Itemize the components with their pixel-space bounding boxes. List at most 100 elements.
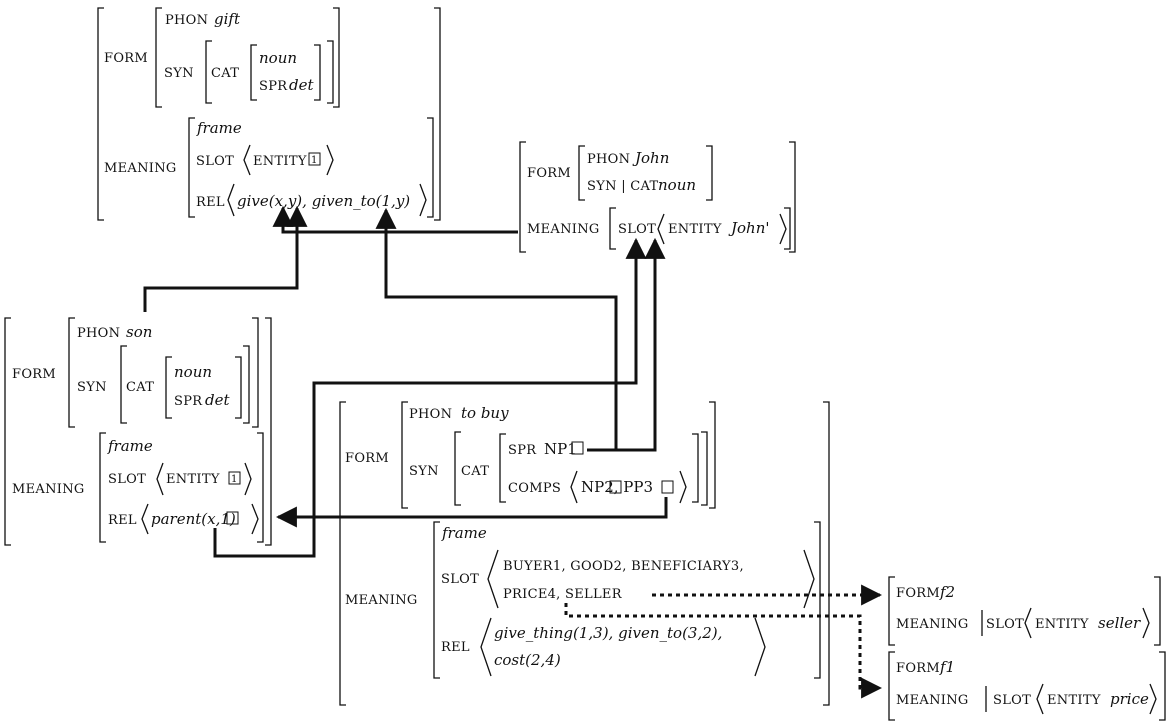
gift-rel-label: REL — [196, 195, 225, 210]
son-form-label: FORM — [12, 367, 56, 382]
gift-avm — [97, 7, 441, 221]
gift-slot-right-angle — [326, 144, 334, 176]
f1-slot-left-angle — [1036, 683, 1044, 715]
son-slot-tag-number: 1 — [231, 474, 237, 485]
gift-syn-right-bracket — [327, 40, 334, 104]
gift-cat-label: CAT — [211, 66, 239, 81]
john-meaning-left-bracket — [609, 207, 616, 250]
son-slot-label: SLOT — [108, 472, 146, 487]
f2-slot-right-angle — [1142, 607, 1150, 639]
gift-form-label: FORM — [104, 51, 148, 66]
son-meaning-right-bracket — [257, 432, 264, 543]
gift-meaning-left-bracket — [188, 117, 195, 218]
gift-cat-value: noun — [259, 49, 297, 67]
buy-rel-left-angle — [480, 617, 492, 677]
buy-rel-line-2: cost(2,4) — [494, 651, 561, 669]
buy-phon-value: to buy — [461, 404, 509, 422]
gift-rel-left-angle — [227, 183, 235, 217]
f1-slot-right-angle — [1149, 683, 1157, 715]
john-form-right-bracket — [706, 145, 713, 201]
son-cat-left-bracket — [165, 356, 172, 419]
son-syn-left-bracket — [120, 345, 127, 424]
son-frame-type: frame — [107, 437, 153, 455]
son-slot-entity-label: ENTITY — [166, 472, 220, 487]
john-phon-value: John — [632, 149, 669, 167]
son-meaning-left-bracket — [99, 432, 106, 543]
gift-cat-left-bracket — [250, 44, 257, 101]
son-spr-label: SPR — [174, 394, 203, 409]
buy-comps-label: COMPS — [508, 481, 561, 496]
f2-outer-right-bracket — [1154, 576, 1161, 646]
buy-syn-left-bracket — [454, 431, 461, 506]
buy-form-label: FORM — [345, 451, 389, 466]
john-form-label: FORM — [527, 166, 571, 181]
f2-slot-entity-value: seller — [1098, 614, 1141, 632]
f1-slot-entity-label: ENTITY — [1047, 693, 1101, 708]
gift-slot-label: SLOT — [196, 154, 234, 169]
john-outer-right-bracket — [789, 141, 796, 253]
f1-form-label: FORM — [896, 661, 940, 676]
buy-rel-right-angle — [754, 617, 766, 677]
john-meaning-label: MEANING — [527, 222, 600, 237]
buy-slot-label: SLOT — [441, 572, 479, 587]
comps-to-son-rel-arrow — [275, 497, 668, 528]
gift-syn-left-bracket — [205, 40, 212, 104]
gift-outer-left-bracket — [97, 7, 104, 221]
son-outer-right-bracket — [265, 317, 272, 546]
buy-form-right-bracket — [709, 401, 716, 509]
buy-slot-left-angle — [487, 549, 499, 609]
buy-outer-right-bracket — [823, 401, 830, 706]
price-to-f1-dotted-arrow — [564, 603, 883, 699]
buy-cat-label: CAT — [461, 464, 489, 479]
buy-slot-right-angle — [803, 549, 815, 609]
gift-form-left-bracket — [155, 7, 162, 108]
john-slot-entity-value: John' — [728, 219, 770, 237]
f2-form-value: f2 — [939, 583, 955, 601]
son-outer-left-bracket — [4, 317, 11, 546]
f2-meaning-label: MEANING — [896, 617, 969, 632]
buy-phon-label: PHON — [409, 407, 452, 422]
buy-frame-type: frame — [441, 524, 487, 542]
john-avm — [519, 141, 796, 253]
john-meaning-right-bracket — [784, 207, 791, 250]
buy-cat-right-bracket — [692, 433, 699, 503]
buy-comps-tag-box-3 — [661, 480, 674, 494]
f1-avm — [888, 651, 1166, 721]
gift-syn-label: SYN — [164, 66, 194, 81]
son-rel-value: parent(x,1) — [151, 510, 236, 528]
john-slot-left-angle — [657, 213, 665, 245]
buy-rel-line-1: give_thing(1,3), given_to(3,2), — [494, 624, 722, 642]
son-rel-right-angle — [251, 503, 259, 535]
son-phon-value: son — [126, 323, 152, 341]
gift-form-right-bracket — [333, 7, 340, 108]
son-slot-tag-box — [228, 471, 241, 485]
f2-avm — [888, 576, 1161, 646]
buy-spr-tag-box — [571, 441, 584, 455]
f2-slot-left-angle — [1024, 607, 1032, 639]
gift-meaning-label: MEANING — [104, 161, 177, 176]
son-form-right-bracket — [252, 317, 259, 428]
buy-syn-label: SYN — [409, 464, 439, 479]
son-to-gift-y-arrow — [143, 205, 308, 312]
gift-slot-tag-box — [308, 152, 321, 166]
gift-rel-value: give(x,y), given_to(1,y) — [237, 192, 410, 210]
buy-comps-right-angle — [679, 470, 687, 504]
son-rel-tag-box — [226, 511, 239, 525]
son-phon-label: PHON — [77, 326, 120, 341]
son-rel-label: REL — [108, 513, 137, 528]
gift-meaning-right-bracket — [427, 117, 434, 218]
son-slot-right-angle — [244, 462, 252, 496]
john-form-left-bracket — [578, 145, 585, 201]
john-slot-entity-label: ENTITY — [668, 222, 722, 237]
buy-comps-tag-box-2 — [609, 480, 622, 494]
gift-phon-label: PHON — [165, 13, 208, 28]
john-cat-value: noun — [658, 176, 696, 194]
son-x-to-john-slot-arrow — [213, 237, 647, 558]
gift-slot-tag-number: 1 — [311, 155, 317, 166]
buy-spr-value: NP1 — [544, 440, 577, 458]
gift-rel-right-angle — [419, 183, 427, 217]
f2-slot-entity-label: ENTITY — [1035, 617, 1089, 632]
f1-outer-right-bracket — [1159, 651, 1166, 721]
son-avm — [4, 317, 272, 546]
